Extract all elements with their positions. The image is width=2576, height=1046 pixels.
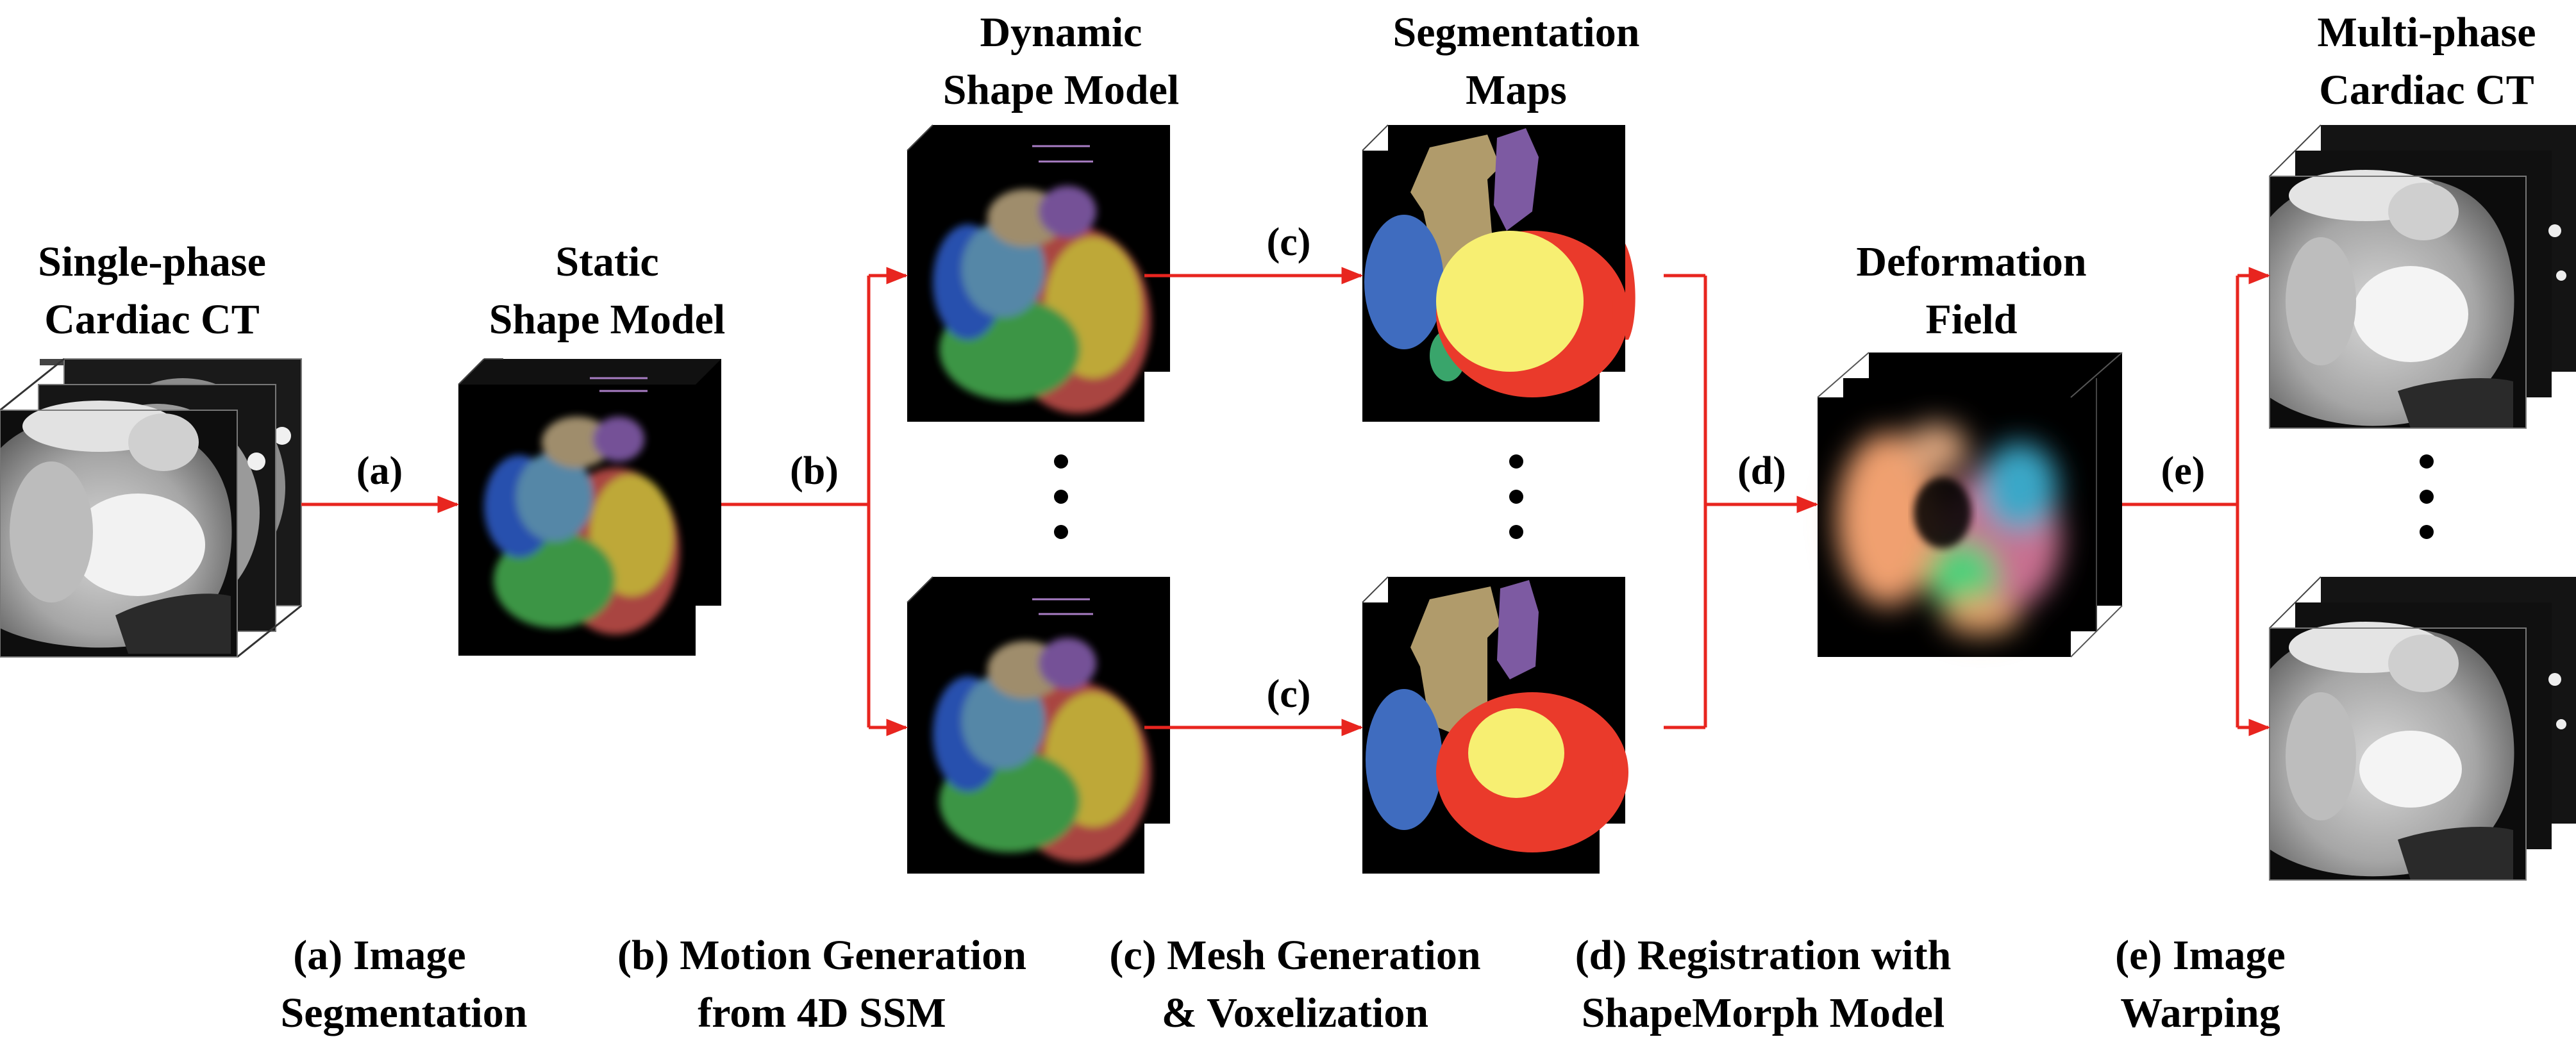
- caption-a-line1: (a) Image: [293, 932, 465, 979]
- stage-title-static: Static Shape Model: [489, 238, 726, 343]
- output-ct-top: [2269, 124, 2576, 429]
- step-label-c-bottom: (c): [1267, 672, 1311, 716]
- caption-c-line1: (c) Mesh Generation: [1109, 932, 1480, 979]
- output-title-line2: Cardiac CT: [2319, 67, 2534, 113]
- segmaps-title-line1: Segmentation: [1393, 9, 1640, 56]
- caption-b-line2: from 4D SSM: [698, 990, 946, 1036]
- segmentation-map-top: [1362, 124, 1635, 422]
- static-title-line2: Shape Model: [489, 296, 726, 343]
- segmaps-title-line2: Maps: [1466, 67, 1567, 113]
- segmentation-map-bottom: [1362, 576, 1628, 874]
- caption-e-line1: (e) Image: [2115, 932, 2286, 979]
- stage-title-deform: Deformation Field: [1856, 238, 2086, 343]
- step-labels: (a) (b) (c) (c) (d) (e): [356, 220, 2205, 716]
- input-ct-stack: [0, 358, 302, 658]
- dynamic-title-line1: Dynamic: [980, 9, 1142, 56]
- step-label-a: (a): [356, 449, 403, 493]
- output-ct-bottom: [2269, 576, 2576, 881]
- caption-e-line2: Warping: [2120, 990, 2280, 1036]
- captions: (a) Image Segmentation (b) Motion Genera…: [281, 932, 2286, 1036]
- stage-title-input: Single-phase Cardiac CT: [38, 238, 266, 343]
- caption-d-line2: ShapeMorph Model: [1582, 990, 1945, 1036]
- dynamic-shape-model-bottom: [907, 576, 1170, 874]
- input-title-line2: Cardiac CT: [44, 296, 259, 343]
- deformation-field: [1817, 352, 2123, 658]
- stage-title-dynamic: Dynamic Shape Model: [943, 9, 1180, 113]
- step-label-c-top: (c): [1267, 220, 1311, 264]
- stage-title-segmaps: Segmentation Maps: [1393, 9, 1640, 113]
- deform-title-line1: Deformation: [1856, 238, 2086, 285]
- output-ellipsis-dots: [2420, 454, 2434, 539]
- dynamic-shape-model-top: [907, 124, 1170, 422]
- step-label-d: (d): [1737, 449, 1786, 493]
- arrows: [301, 267, 2271, 736]
- ct-slice-front: [0, 401, 238, 658]
- dynamic-title-line2: Shape Model: [943, 67, 1180, 113]
- caption-b-line1: (b) Motion Generation: [617, 932, 1026, 979]
- caption-c-line2: & Voxelization: [1162, 990, 1428, 1036]
- output-title-line1: Multi-phase: [2317, 9, 2536, 56]
- segmaps-ellipsis-dots: [1509, 454, 1523, 539]
- static-shape-model: [458, 358, 721, 656]
- caption-d-line1: (d) Registration with: [1575, 932, 1952, 979]
- input-title-line1: Single-phase: [38, 238, 266, 285]
- step-label-b: (b): [790, 449, 839, 493]
- static-title-line1: Static: [555, 238, 658, 285]
- caption-a-line2: Segmentation: [281, 990, 528, 1036]
- dynamic-ellipsis-dots: [1054, 454, 1068, 539]
- deform-title-line2: Field: [1926, 296, 2018, 343]
- step-label-e: (e): [2161, 449, 2205, 493]
- stage-title-output: Multi-phase Cardiac CT: [2317, 9, 2536, 113]
